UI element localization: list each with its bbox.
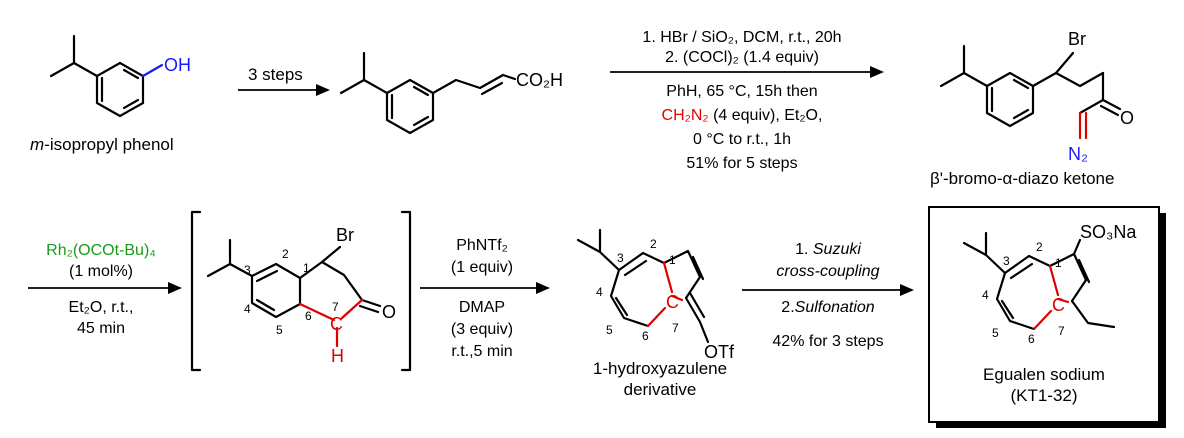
egualen-name-line2: (KT1-32) (1010, 386, 1077, 405)
inter-c-label: C (330, 314, 343, 334)
egualen-c-label: C (1052, 295, 1065, 315)
step4-equiv1: (1 equiv) (451, 259, 513, 276)
phenol-name: m-isopropyl phenol (30, 135, 174, 154)
step5-cond1: 1. Suzuki (795, 241, 861, 258)
bracket-left (190, 210, 202, 372)
azulene-name-line2: derivative (624, 380, 697, 399)
inter-br-label: Br (336, 225, 354, 245)
inter-h-label: H (331, 346, 344, 366)
arrow3-head (168, 282, 182, 294)
step3-solvent: Et₂O, r.t., (69, 299, 134, 316)
step4-equiv2: (3 equiv) (451, 321, 513, 338)
norcaradiene-intermediate-structure: Br O C H 1 2 3 4 5 6 7 (206, 225, 396, 366)
azulene-num-5: 5 (606, 323, 613, 337)
bromo-diazo-ketone-structure: Br O N₂ (939, 29, 1134, 164)
step4-cond: r.t.,5 min (451, 343, 512, 360)
step2-cond2: 2. (COCl)₂ (1.4 equiv) (665, 49, 819, 66)
azulene-num-1: 1 (669, 253, 676, 267)
step5-cond1b: cross-coupling (776, 263, 879, 280)
step5-yield: 42% for 3 steps (772, 333, 883, 350)
step2-cond1: 1. HBr / SiO₂, DCM, r.t., 20h (642, 29, 841, 46)
phenol-oh-label: OH (164, 55, 191, 75)
step2-yield: 51% for 5 steps (686, 155, 797, 172)
inter-o-label: O (382, 302, 396, 322)
step4-reagent2: DMAP (459, 299, 505, 316)
azulene-num-6: 6 (642, 329, 649, 343)
egualen-num-2: 2 (1036, 240, 1043, 254)
diazo-br-label: Br (1068, 29, 1086, 49)
azulene-num-3: 3 (617, 251, 624, 265)
egualen-num-1: 1 (1055, 256, 1062, 270)
step2-cond4: CH₂N₂ (4 equiv), Et₂O, (662, 107, 823, 124)
egualen-num-5: 5 (992, 326, 999, 340)
inter-num-5: 5 (276, 323, 283, 337)
diazo-ketone-name: β'-bromo-α-diazo ketone (930, 169, 1114, 188)
bracket-right (400, 210, 412, 372)
inter-num-6: 6 (305, 309, 312, 323)
step3-catalyst: Rh₂(OCOt-Bu)₄ (46, 242, 156, 259)
azulene-c-label: C (666, 292, 679, 312)
inter-num-7: 7 (332, 300, 339, 314)
cinnamic-acid-structure: CO₂H (339, 51, 563, 135)
egualen-sodium-structure: SO₃Na C 1 2 3 4 5 6 7 (962, 222, 1137, 346)
step2-cond3: PhH, 65 °C, 15h then (666, 83, 817, 100)
arrow2-head (870, 66, 884, 78)
egualen-name-line1: Egualen sodium (983, 365, 1105, 384)
inter-num-3: 3 (244, 263, 251, 277)
azulene-num-4: 4 (596, 285, 603, 299)
inter-num-4: 4 (244, 302, 251, 316)
azulene-name-line1: 1-hydroxyazulene (593, 359, 727, 378)
step4-reagent1: PhNTf₂ (456, 237, 508, 254)
arrow1-label: 3 steps (248, 65, 303, 84)
arrow1-head (316, 84, 330, 96)
azulene-num-2: 2 (650, 237, 657, 251)
step5-cond2: 2.Sulfonation (781, 299, 875, 316)
arrow4-head (536, 282, 550, 294)
step2-cond5: 0 °C to r.t., 1h (693, 131, 791, 148)
egualen-num-6: 6 (1028, 332, 1035, 346)
azulene-triflate-structure: C OTf 1 2 3 4 5 6 7 (576, 228, 735, 362)
azulene-otf-label: OTf (704, 342, 735, 362)
egualen-box (928, 206, 1160, 423)
egualen-num-3: 3 (1003, 254, 1010, 268)
egualen-so3na-label: SO₃Na (1080, 222, 1137, 242)
egualen-num-7: 7 (1058, 324, 1065, 338)
step3-time: 45 min (77, 320, 125, 337)
step3-loading: (1 mol%) (69, 263, 133, 280)
inter-num-2: 2 (282, 247, 289, 261)
cinnamic-co2h-label: CO₂H (516, 70, 563, 90)
diazo-o-label: O (1120, 108, 1134, 128)
azulene-num-7: 7 (672, 321, 679, 335)
m-isopropyl-phenol-structure: OH (49, 34, 191, 118)
arrow5-head (900, 284, 914, 296)
diazo-n2-label: N₂ (1068, 144, 1088, 164)
egualen-num-4: 4 (982, 288, 989, 302)
inter-num-1: 1 (303, 261, 310, 275)
